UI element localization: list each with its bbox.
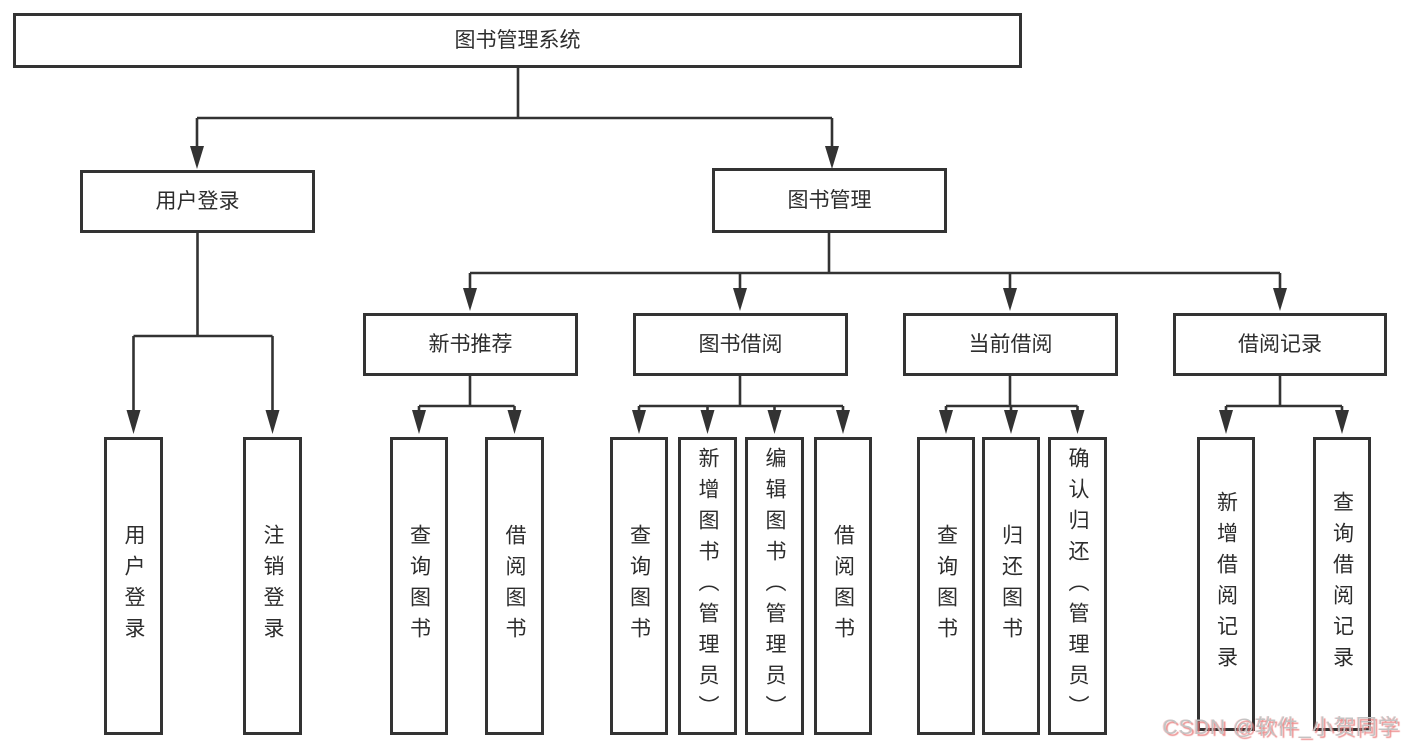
leaf-logout: 注销登录 [243,437,302,735]
leaf-query-record: 查询借阅记录 [1313,437,1371,731]
leaf-user-login-label: 用户登录 [122,524,145,648]
leaf-user-login: 用户登录 [104,437,163,735]
node-root: 图书管理系统 [13,13,1022,68]
leaf-newbooks-borrow: 借阅图书 [485,437,544,735]
arrowheads [126,146,1349,434]
node-book-borrow-label: 图书借阅 [698,333,783,356]
node-current-borrow-label: 当前借阅 [968,333,1053,356]
connector-book-borrow [637,375,845,411]
leaf-return-book: 归还图书 [982,437,1040,735]
node-book-management-label: 图书管理 [787,189,872,212]
connector-root [195,67,834,147]
node-user-login-label: 用户登录 [155,190,240,213]
leaf-edit-book-label: 编辑图书（管理员） [763,446,786,726]
connector-user-login [132,232,274,411]
leaf-return-book-label: 归还图书 [999,524,1023,648]
node-new-books-label: 新书推荐 [428,333,513,356]
connector-new-books [417,375,516,411]
leaf-add-book-label: 新增图书（管理员） [696,446,719,726]
leaf-logout-label: 注销登录 [261,524,284,648]
csdn-watermark: CSDN @软件_小贺同学 [1162,716,1400,739]
leaf-query-record-label: 查询借阅记录 [1330,491,1354,677]
node-book-management: 图书管理 [712,168,947,233]
node-book-borrow: 图书借阅 [633,313,848,376]
leaf-borrow-book: 借阅图书 [814,437,872,735]
leaf-confirm-return: 确认归还（管理员） [1048,437,1107,735]
leaf-edit-book: 编辑图书（管理员） [745,437,804,735]
node-root-label: 图书管理系统 [454,29,581,52]
leaf-add-record: 新增借阅记录 [1197,437,1255,731]
leaf-newbooks-borrow-label: 借阅图书 [503,524,526,648]
leaf-current-query: 查询图书 [917,437,975,735]
connector-borrow-records [1224,375,1344,411]
node-user-login: 用户登录 [80,170,315,233]
node-new-books: 新书推荐 [363,313,578,376]
leaf-add-record-label: 新增借阅记录 [1214,491,1238,677]
node-borrow-records: 借阅记录 [1173,313,1387,376]
connector-current-borrow [944,375,1079,411]
leaf-add-book: 新增图书（管理员） [678,437,737,735]
leaf-newbooks-query-label: 查询图书 [407,524,431,648]
leaf-borrow-query-label: 查询图书 [627,524,651,648]
leaf-borrow-book-label: 借阅图书 [831,524,855,648]
leaf-current-query-label: 查询图书 [934,524,958,648]
leaf-newbooks-query: 查询图书 [390,437,448,735]
leaf-confirm-return-label: 确认归还（管理员） [1066,446,1089,726]
leaf-borrow-query: 查询图书 [610,437,668,735]
node-borrow-records-label: 借阅记录 [1238,333,1322,356]
node-current-borrow: 当前借阅 [903,313,1118,376]
connector-book-management [468,232,1282,289]
